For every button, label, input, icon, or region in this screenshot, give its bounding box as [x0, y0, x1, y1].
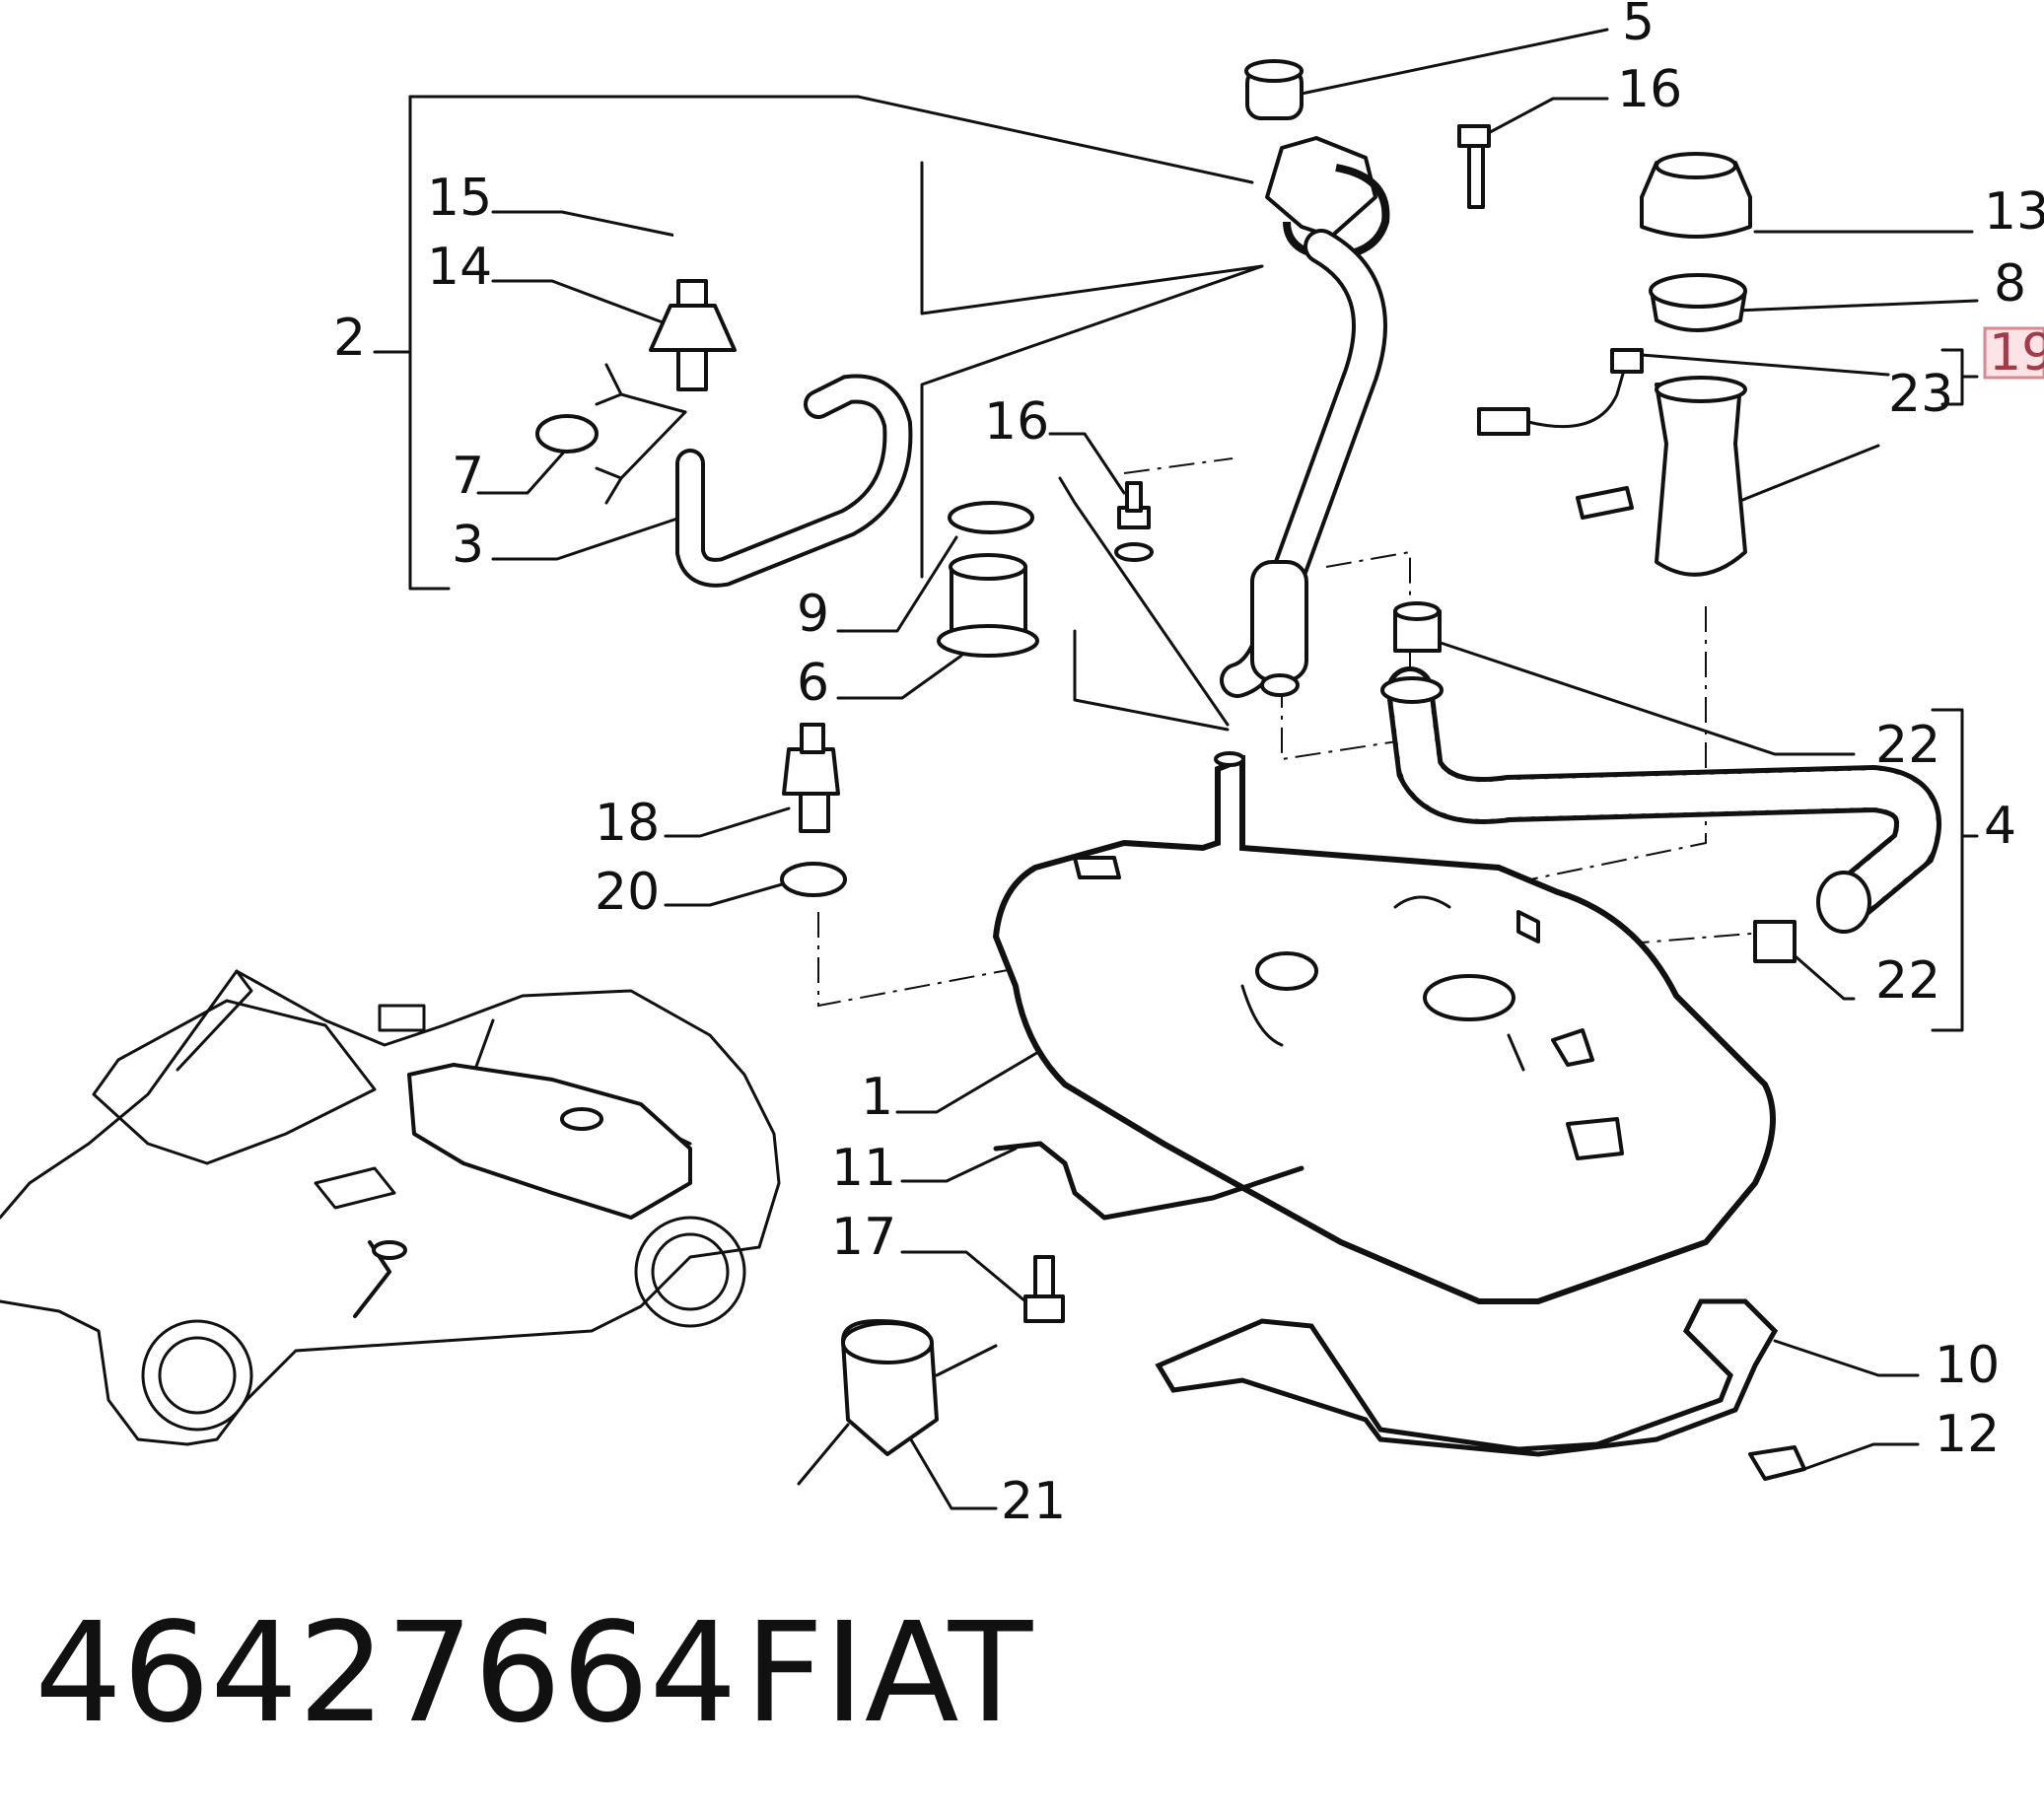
car-illustration [0, 969, 781, 1446]
parts [535, 59, 1941, 1486]
callout-7: 7 [452, 447, 484, 506]
sleeve-part [937, 553, 1039, 658]
callout-3: 3 [452, 516, 484, 575]
filler-cap-part [1244, 59, 1304, 120]
callout-21: 21 [1001, 1472, 1066, 1531]
filler-hose-part [1380, 666, 1941, 934]
callout-19-highlight [1983, 326, 2044, 380]
part-number: 46427664 [35, 1593, 738, 1754]
fuel-tank-part [992, 751, 1776, 1304]
grommet-part [780, 862, 847, 897]
callout-labels: 5 16 15 13 14 8 2 23 19 16 7 3 9 6 22 18… [333, 0, 2044, 1531]
callout-10: 10 [1935, 1336, 2000, 1395]
callout-1: 1 [861, 1068, 893, 1127]
callout-13: 13 [1984, 182, 2044, 242]
callout-14: 14 [427, 238, 492, 297]
plug-part-lower [1753, 920, 1797, 963]
tank-strap-part [993, 1141, 1304, 1221]
callout-5: 5 [1622, 0, 1655, 52]
seal-ring-part [1649, 273, 1747, 332]
callout-12: 12 [1935, 1405, 2000, 1464]
callout-6: 6 [797, 654, 829, 713]
fuel-pump-part [1576, 376, 1747, 577]
vent-valve-part [782, 723, 840, 833]
crossmember-part [1155, 1298, 1779, 1457]
callout-9: 9 [797, 585, 829, 644]
callout-2: 2 [333, 309, 366, 368]
clip-part [1748, 1445, 1806, 1481]
footer: 46427664 FIAT [35, 1593, 1033, 1754]
sender-wire-part [1477, 348, 1644, 436]
bolt-part-right [1457, 124, 1491, 209]
hose-clamp-part [948, 501, 1034, 534]
ring-nut-part [1640, 152, 1752, 239]
filler-neck-part [1220, 136, 1390, 698]
callout-18: 18 [595, 794, 660, 853]
callout-20: 20 [595, 863, 660, 922]
callout-16-right: 16 [1617, 60, 1682, 119]
callout-15: 15 [427, 169, 492, 228]
callout-22-upper: 22 [1875, 716, 1940, 775]
valve-part [649, 279, 737, 391]
leader-lines [373, 28, 1979, 1510]
callout-17: 17 [831, 1208, 896, 1267]
callout-11: 11 [831, 1139, 896, 1198]
callout-23: 23 [1888, 365, 1953, 424]
brand-name: FIAT [744, 1593, 1033, 1754]
bolt-part-center [1114, 481, 1154, 562]
mounting-bolt-part [1023, 1255, 1065, 1323]
callout-8: 8 [1994, 254, 2026, 314]
callout-4: 4 [1984, 797, 2016, 856]
plug-part-upper [1393, 601, 1442, 653]
callout-16-center: 16 [984, 392, 1049, 452]
clamp-part [535, 414, 599, 454]
callout-19: 19 [1989, 323, 2044, 383]
callout-22-lower: 22 [1875, 951, 1940, 1011]
mounting-bracket-part [797, 1319, 998, 1486]
